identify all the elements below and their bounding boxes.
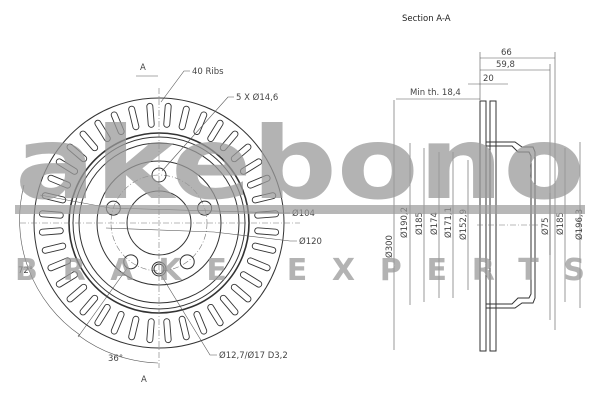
watermark-tagline: BRAKE EXPERTS <box>15 253 585 288</box>
rib <box>146 102 155 128</box>
rib <box>79 294 99 316</box>
rib <box>38 227 64 236</box>
rib <box>47 174 71 189</box>
ribs-label: 40 Ribs <box>192 67 224 77</box>
angle-36-arc <box>77 334 159 364</box>
rib <box>193 311 208 335</box>
rib <box>94 119 111 143</box>
rib <box>254 227 280 236</box>
rib <box>163 102 172 128</box>
rib <box>163 318 172 344</box>
rib <box>230 143 252 163</box>
dia-185-right-label: Ø185 <box>555 212 566 235</box>
dim-66-label: 66 <box>501 48 512 58</box>
centering-hole-leader <box>160 274 217 356</box>
rib <box>55 271 79 288</box>
dim-59-8-label: 59,8 <box>496 60 515 70</box>
min-thickness-label: Min th. 18,4 <box>410 88 461 98</box>
dia-190-2-label: Ø190,2 <box>399 207 410 238</box>
dia-171-1-label: Ø171,1 <box>443 207 454 238</box>
rib <box>146 318 155 344</box>
rib <box>239 271 263 288</box>
dia-120-label: Ø120 <box>299 236 322 247</box>
rib <box>66 283 88 303</box>
rib <box>207 303 224 327</box>
hat-inner-profile <box>486 145 532 305</box>
rib <box>79 130 99 152</box>
rib <box>219 294 239 316</box>
rib <box>66 143 88 163</box>
section-marker-bottom: A <box>141 375 147 385</box>
rib <box>193 111 208 135</box>
watermark-band <box>15 205 585 214</box>
rib <box>55 158 79 175</box>
rib <box>230 283 252 303</box>
bolt-holes-leader <box>161 96 234 172</box>
ribs <box>38 102 280 344</box>
centering-hole-label: Ø12,7/Ø17 D3,2 <box>219 350 288 361</box>
dia-75-label: Ø75 <box>540 217 551 235</box>
dia-174-label: Ø174 <box>429 212 440 235</box>
section-marker-top: A <box>140 63 146 73</box>
dia-120-dimension <box>105 227 297 242</box>
watermark-brand: akebono <box>15 105 585 222</box>
rib <box>219 130 239 152</box>
angle-36-label: 36° <box>108 354 123 364</box>
diameter-labels: Ø300 Ø190,2 Ø185 Ø174 Ø171,1 Ø152,9 Ø75 … <box>384 207 585 258</box>
rib <box>94 303 111 327</box>
rib <box>207 119 224 143</box>
dia-300-label: Ø300 <box>384 235 395 258</box>
rib <box>47 257 71 272</box>
rib <box>128 315 140 341</box>
rib <box>247 257 271 272</box>
bolt-hole <box>123 254 139 270</box>
rib <box>110 311 125 335</box>
rib <box>251 192 277 204</box>
rib <box>128 105 140 131</box>
rib <box>41 242 67 254</box>
angle-leader <box>77 266 129 338</box>
dia-152-9-label: Ø152,9 <box>458 209 469 240</box>
watermark: akebono BRAKE EXPERTS <box>15 105 585 288</box>
disc-plate-right <box>489 100 497 352</box>
bolt-hole <box>179 254 195 270</box>
bolt-holes-label: 5 X Ø14,6 <box>236 92 278 103</box>
dia-196-3-label: Ø196,3 <box>574 209 585 240</box>
dia-185-label: Ø185 <box>414 212 425 235</box>
ribs-leader <box>160 70 190 103</box>
angle-72-label: 72° <box>18 266 33 276</box>
rib <box>110 111 125 135</box>
rib <box>251 242 277 254</box>
rib <box>247 174 271 189</box>
disc-plate-left <box>479 100 487 352</box>
rib <box>178 315 190 341</box>
rib <box>239 158 263 175</box>
section-title: Section A-A <box>402 14 451 24</box>
section-view: Section A-A 66 59,8 20 Min th. 18,4 Ø300… <box>384 14 585 352</box>
dim-20-label: 20 <box>483 74 494 84</box>
rib <box>178 105 190 131</box>
